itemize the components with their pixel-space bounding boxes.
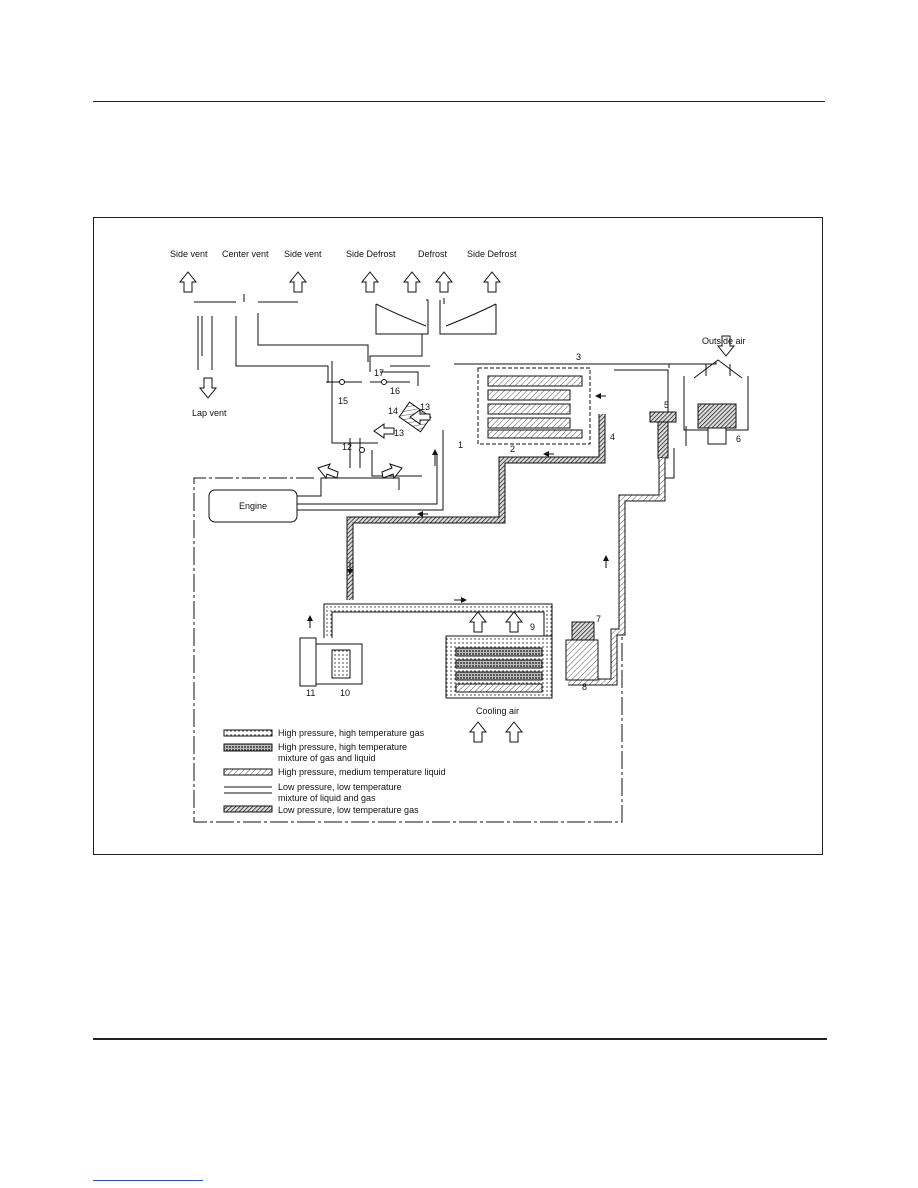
label-center-vent: Center vent — [222, 249, 269, 259]
blower-fan — [697, 403, 737, 445]
dampers — [339, 379, 387, 453]
up-arrow-icon — [360, 271, 380, 293]
callout-5: 5 — [664, 400, 669, 410]
callout-4: 4 — [610, 432, 615, 442]
callout-15: 15 — [338, 396, 348, 406]
condenser — [445, 635, 553, 699]
callout-13-lower: 13 — [394, 428, 404, 438]
air-ducts — [194, 294, 749, 479]
footer-link-underline[interactable] — [93, 1180, 203, 1181]
svg-text:High pressure, high temperatur: High pressure, high temperature — [278, 742, 407, 752]
up-arrow-icon — [434, 271, 454, 293]
label-side-vent-left: Side vent — [170, 249, 208, 259]
svg-text:Low pressure, low temperature: Low pressure, low temperature gas — [278, 805, 419, 815]
up-arrow-icon — [468, 721, 488, 743]
label-side-defrost-left: Side Defrost — [346, 249, 396, 259]
outlet-arrows — [178, 271, 502, 293]
callout-2: 2 — [510, 444, 515, 454]
label-defrost: Defrost — [418, 249, 448, 259]
up-arrow-icon — [504, 721, 524, 743]
evaporator-fins — [487, 375, 583, 439]
callout-3: 3 — [576, 352, 581, 362]
callout-17: 17 — [374, 368, 384, 378]
label-side-defrost-right: Side Defrost — [467, 249, 517, 259]
compressor — [299, 637, 363, 687]
footer-rule — [93, 1038, 827, 1040]
label-outside-air: Outside air — [702, 336, 746, 346]
label-cooling-air: Cooling air — [476, 706, 519, 716]
svg-text:mixture of liquid and gas: mixture of liquid and gas — [278, 793, 376, 803]
svg-text:mixture of gas and liquid: mixture of gas and liquid — [278, 753, 376, 763]
down-arrow-icon — [716, 335, 736, 357]
legend: High pressure, high temperature gas High… — [223, 728, 446, 815]
legend-item-hp-gas: High pressure, high temperature gas — [223, 728, 425, 738]
legend-item-hp-mixture: High pressure, high temperature mixture … — [223, 742, 407, 763]
callout-13-upper: 13 — [420, 402, 430, 412]
callout-12: 12 — [342, 442, 352, 452]
coolant-lines — [297, 430, 444, 511]
legend-item-lp-gas: Low pressure, low temperature gas — [223, 805, 419, 815]
figure-frame: Side vent Center vent Side vent Side Def… — [93, 217, 823, 855]
label-side-vent-right: Side vent — [284, 249, 322, 259]
receiver-drier — [565, 621, 599, 681]
svg-text:High pressure, medium temperat: High pressure, medium temperature liquid — [278, 767, 446, 777]
up-arrow-icon — [402, 271, 422, 293]
callout-1: 1 — [458, 440, 463, 450]
callout-14: 14 — [388, 406, 398, 416]
callout-numbers: 1 2 3 4 5 6 7 8 9 10 11 12 13 13 14 15 1… — [306, 352, 741, 698]
label-lap-vent: Lap vent — [192, 408, 227, 418]
callout-16: 16 — [390, 386, 400, 396]
evaporator-box — [477, 367, 591, 445]
legend-item-hp-liquid: High pressure, medium temperature liquid — [223, 767, 446, 777]
up-arrow-icon — [482, 271, 502, 293]
up-arrow-icon — [288, 271, 308, 293]
svg-text:Low pressure, low temperature: Low pressure, low temperature — [278, 782, 402, 792]
legend-item-lp-mixture: Low pressure, low temperature mixture of… — [224, 782, 402, 803]
engine-compartment-outline — [193, 477, 623, 823]
callout-9: 9 — [530, 622, 535, 632]
expansion-valve — [649, 411, 677, 459]
label-engine: Engine — [239, 501, 267, 511]
flow-arrows — [317, 335, 736, 480]
callout-6: 6 — [736, 434, 741, 444]
up-arrow-icon — [178, 271, 198, 293]
down-arrow-icon — [198, 377, 218, 399]
ac-system-diagram: Side vent Center vent Side vent Side Def… — [170, 249, 749, 823]
refrigerant-lines — [323, 414, 666, 686]
callout-8: 8 — [582, 682, 587, 692]
callout-11: 11 — [306, 688, 315, 698]
header-rule — [93, 101, 825, 102]
callout-7: 7 — [596, 614, 601, 624]
cooling-air-arrows — [468, 611, 524, 743]
direction-arrows — [307, 393, 609, 628]
up-arrow-icon — [504, 611, 524, 633]
up-arrow-icon — [468, 611, 488, 633]
svg-text:High pressure, high temperatur: High pressure, high temperature gas — [278, 728, 425, 738]
engine-box — [208, 489, 298, 523]
callout-10: 10 — [340, 688, 350, 698]
